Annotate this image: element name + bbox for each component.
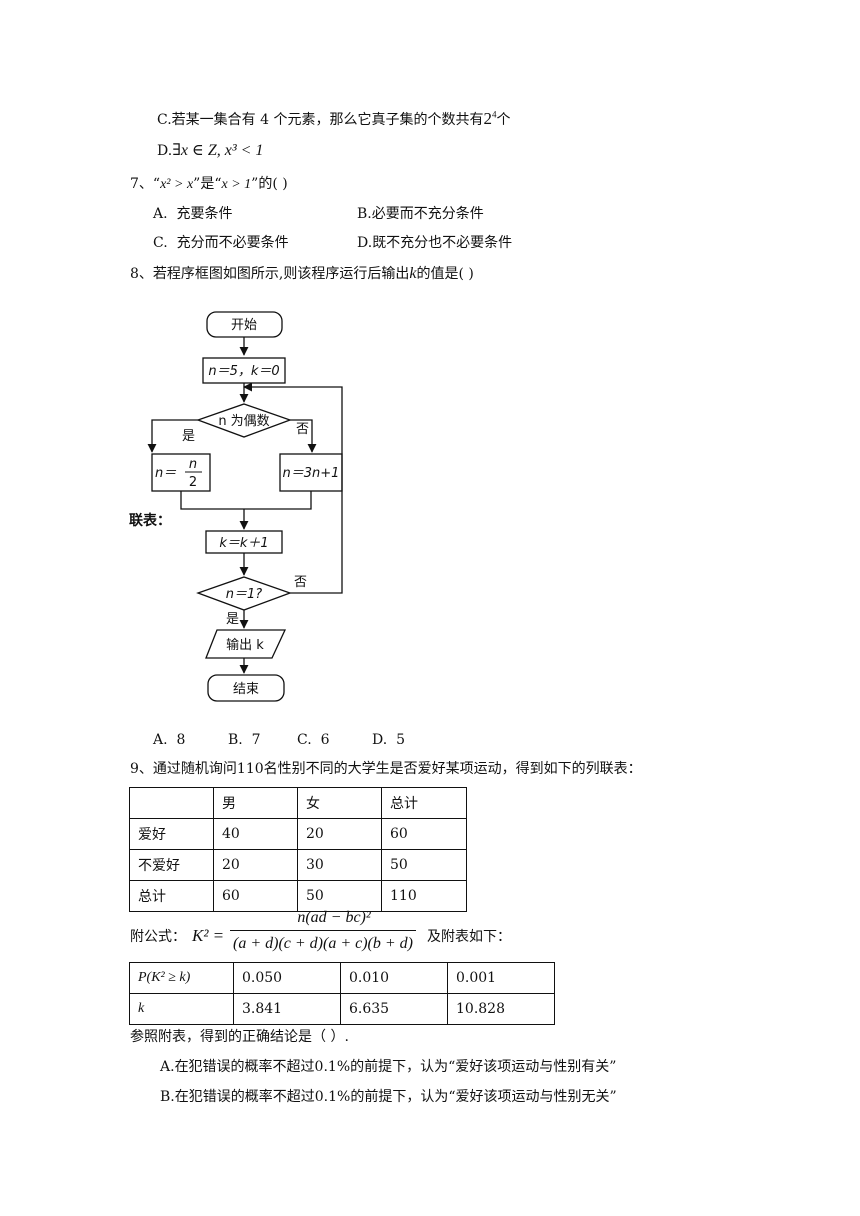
stray-label: 联表： [129,512,171,529]
flow-even-lhs: n＝ [155,466,176,481]
output-box [205,629,287,659]
q8-option-a: A. 8 [153,732,186,748]
formula-numerator: n(ad − bc)² [297,909,371,926]
q6-option-c: C.若某一集合有 4 个元素，那么它真子集的个数共有24个 [157,109,511,128]
formula-lhs: K² = [192,926,225,945]
formula-suffix: 及附表如下： [427,929,511,945]
q7-option-c: C. 充分而不必要条件 [153,235,289,251]
flow-output-label: 输出 k [226,637,264,653]
q7-stem: 7、“x² > x”是“x > 1”的( ) [130,176,288,192]
flow-yes-label-2: 是 [226,612,239,627]
q7-option-a: A. 充要条件 [153,206,233,222]
table-row: k 3.841 6.635 10.828 [129,993,555,1025]
formula-prefix: 附公式： [130,929,186,945]
table-row: P(K² ≥ k) 0.050 0.010 0.001 [129,962,555,994]
flow-even-num: n [189,457,197,472]
formula-denominator: (a + d)(c + d)(a + c)(b + d) [232,935,413,952]
flow-start-label: 开始 [231,318,257,333]
q9-option-b: B.在犯错误的概率不超过0.1%的前提下，认为“爱好该项运动与性别无关” [160,1089,617,1105]
table-row: 男 女 总计 [129,787,467,819]
q9-conclusion-stem: 参照附表，得到的正确结论是（ ）. [130,1029,349,1045]
q6-option-d: D.∃x ∈ Z, x³ < 1 [157,142,264,159]
flowchart: 开始 n＝5，k＝0 n 为偶数 是 否 n＝ n 2 n＝3n+1 k＝k＋1… [129,311,343,702]
fraction-bar [230,930,416,931]
q9-stem: 9、通过随机询问110名性别不同的大学生是否爱好某项运动，得到如下的列联表： [130,761,642,777]
end-terminal [207,674,285,702]
flow-even-den: 2 [189,475,197,490]
flow-yes-label-1: 是 [182,429,195,444]
q8-option-c: C. 6 [297,732,330,748]
flow-end-label: 结束 [233,682,259,697]
q8-option-d: D. 5 [372,732,406,748]
flow-odd-label: n＝3n+1 [283,466,340,481]
flow-cond1-label: n 为偶数 [218,414,269,429]
flow-cond2-label: n＝1? [226,587,263,602]
flow-no-label-1: 否 [296,422,309,437]
flow-increment-label: k＝k＋1 [219,536,268,551]
q7-option-b: B.必要而不充分条件 [357,206,484,222]
flow-no-label-2: 否 [294,575,307,590]
q7-option-d: D.既不充分也不必要条件 [357,235,513,251]
flow-init-label: n＝5，k＝0 [208,364,279,379]
critical-value-table: P(K² ≥ k) 0.050 0.010 0.001 k 3.841 6.63… [129,962,555,1025]
q8-stem: 8、若程序框图如图所示,则该程序运行后输出k的值是( ) [130,265,474,282]
power-expression: 24 [483,109,497,128]
q9-option-a: A.在犯错误的概率不超过0.1%的前提下，认为“爱好该项运动与性别有关” [160,1059,617,1075]
q8-option-b: B. 7 [228,732,261,748]
even-check-diamond [196,403,292,438]
